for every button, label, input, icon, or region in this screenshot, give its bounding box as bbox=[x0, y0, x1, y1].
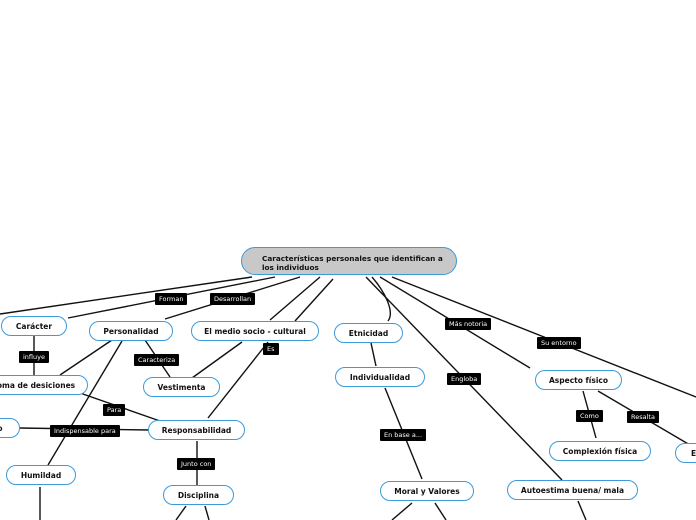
edge-personalidad-humildad bbox=[47, 340, 123, 466]
label-indispensable-para: Indispensable para bbox=[50, 425, 120, 437]
label-desarrollan: Desarrollan bbox=[210, 293, 256, 305]
edge-moral-down-b bbox=[434, 502, 447, 520]
node-vestimenta[interactable]: Vestimenta bbox=[143, 377, 220, 397]
edge-etnicidad-individualidad bbox=[370, 342, 377, 367]
node-toma-de-desiciones[interactable]: oma de desiciones bbox=[0, 375, 88, 395]
label-mas-notoria: Más notoria bbox=[445, 318, 492, 330]
label-engloba: Engloba bbox=[447, 373, 482, 385]
edge-root-caracter bbox=[0, 276, 253, 315]
label-influye: influye bbox=[19, 351, 49, 363]
edge-autoestima-down bbox=[577, 500, 587, 520]
node-moral-y-valores[interactable]: Moral y Valores bbox=[380, 481, 474, 501]
node-complexion-fisica[interactable]: Complexión física bbox=[549, 441, 651, 461]
node-autoestima[interactable]: Autoestima buena/ mala bbox=[507, 480, 638, 500]
edge-root-etnicidad bbox=[371, 276, 391, 322]
edge-disciplina-down-b bbox=[204, 505, 210, 520]
label-forman: Forman bbox=[155, 293, 188, 305]
node-etnicidad[interactable]: Etnicidad bbox=[334, 323, 403, 343]
node-individualidad[interactable]: Individualidad bbox=[335, 367, 425, 387]
node-medio-socio-cultural[interactable]: El medio socio - cultural bbox=[191, 321, 319, 341]
node-responsabilidad[interactable]: Responsabilidad bbox=[148, 420, 245, 440]
edge-disciplina-down-a bbox=[175, 505, 187, 520]
edge-medio-responsabilidad bbox=[207, 341, 269, 419]
node-caracter[interactable]: Carácter bbox=[1, 316, 67, 336]
label-su-entorno: Su entorno bbox=[537, 337, 581, 349]
label-resalta: Resalta bbox=[627, 411, 659, 423]
edge-moral-down-a bbox=[391, 502, 413, 520]
label-como: Como bbox=[576, 410, 603, 422]
label-para: Para bbox=[103, 404, 126, 416]
label-en-base-a: En base a... bbox=[380, 429, 427, 441]
edge-personalidad-decisiones bbox=[59, 339, 113, 376]
edge-root-medio-a bbox=[269, 276, 321, 321]
label-junto-con: Junto con bbox=[177, 458, 216, 470]
node-right-cut[interactable]: E bbox=[675, 443, 696, 463]
node-personalidad[interactable]: Personalidad bbox=[89, 321, 173, 341]
node-humildad[interactable]: Humildad bbox=[6, 465, 76, 485]
label-caracteriza: Caracteriza bbox=[134, 354, 180, 366]
root-node[interactable]: Características personales que identific… bbox=[241, 247, 457, 275]
edge-root-medio-b bbox=[294, 278, 334, 322]
edge-medio-vestimenta bbox=[191, 341, 243, 379]
node-aspecto-fisico[interactable]: Aspecto físico bbox=[535, 370, 622, 390]
label-es: Es bbox=[263, 343, 279, 355]
node-disciplina[interactable]: Disciplina bbox=[163, 485, 234, 505]
node-left-cut[interactable]: o bbox=[0, 418, 20, 438]
